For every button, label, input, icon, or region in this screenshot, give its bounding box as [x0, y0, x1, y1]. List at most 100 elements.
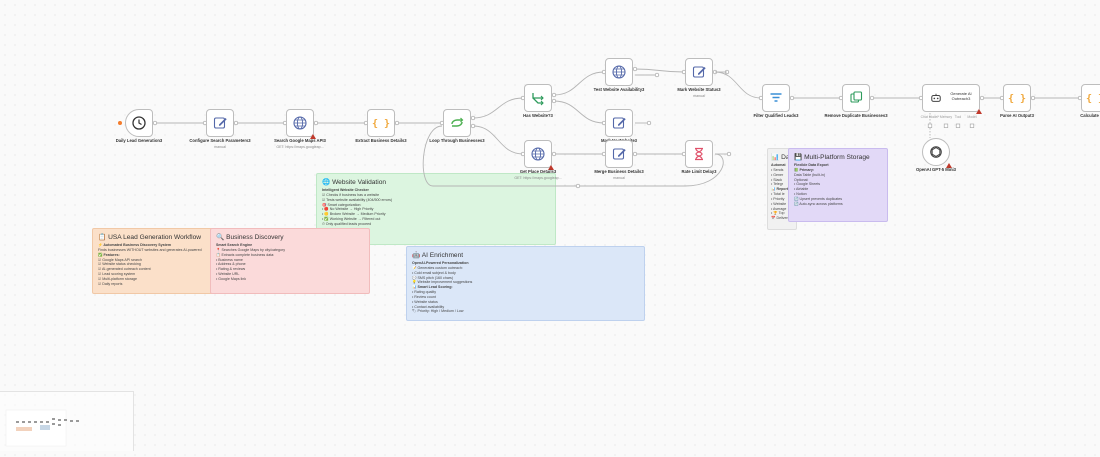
output-port[interactable]: [979, 95, 985, 101]
output-port[interactable]: [313, 120, 319, 126]
edge-loop-getplaces[interactable]: [472, 125, 524, 155]
note-line: • Telegr: [771, 182, 783, 187]
note-multi-platform-storage[interactable]: 💾 Multi-Platform Storage Flexible Data E…: [788, 148, 888, 222]
output-port[interactable]: [646, 120, 652, 126]
node-dedupe[interactable]: [842, 84, 870, 112]
output-port[interactable]: [869, 95, 875, 101]
edge-midpoint[interactable]: [575, 183, 581, 189]
note-line: ☑ Checks if business has a website: [322, 192, 380, 197]
note-line: • 🟡 Broken Website → Medium Priority: [322, 212, 386, 217]
node-subtitle: manual: [693, 93, 705, 98]
note-line: • Total le: [771, 192, 785, 197]
ai-sub-port[interactable]: [943, 123, 949, 128]
output-port[interactable]: [152, 120, 158, 126]
output-port[interactable]: [233, 120, 239, 126]
ai-port-label: Tool: [954, 115, 962, 119]
note-line: 🔄 Upsert prevents duplicates: [794, 196, 843, 201]
note-business-discovery[interactable]: 🔍 Business Discovery Smart Search Engine…: [210, 228, 370, 294]
ai-sub-port[interactable]: [927, 123, 933, 128]
edge-ratelimit-loop[interactable]: [422, 125, 724, 187]
edit-icon: [612, 117, 626, 129]
node-config[interactable]: [206, 109, 234, 137]
node-label: Remove Duplicate Businesses3: [816, 113, 896, 119]
node-subtitle: manual: [214, 144, 226, 149]
node-merge[interactable]: [605, 140, 633, 168]
node-title: Remove Duplicate Businesses3: [824, 113, 888, 118]
output-port[interactable]: [551, 92, 557, 98]
node-title: Filter Qualified Leads3: [753, 113, 799, 118]
edit-icon: [213, 117, 227, 129]
output-port[interactable]: [632, 151, 638, 157]
warning-icon: [310, 134, 316, 139]
output-port[interactable]: [551, 98, 557, 104]
node-label: Extract Business Details3: [341, 138, 421, 144]
node-daily[interactable]: [125, 109, 153, 137]
edge-loop-haswebsite[interactable]: [472, 97, 524, 119]
node-label: Daily Lead Generation3: [99, 138, 179, 144]
warning-icon: [548, 165, 554, 170]
node-title: Loop Through Businesses3: [429, 138, 485, 143]
node-title: Parse AI Output3: [1000, 113, 1034, 118]
node-gmaps[interactable]: [286, 109, 316, 139]
output-port[interactable]: [654, 72, 660, 78]
output-port[interactable]: [726, 151, 732, 157]
note-ai-enrichment[interactable]: 🤖 AI Enrichment OpenAI-Powered Personali…: [406, 246, 645, 321]
node-marknoweb[interactable]: [605, 109, 633, 137]
node-parse[interactable]: { }: [1003, 84, 1031, 112]
node-getplaces[interactable]: [524, 140, 554, 170]
node-label: Filter Qualified Leads3: [736, 113, 816, 119]
edit-icon: [692, 66, 706, 78]
note-line: • Rating & reviews: [216, 267, 246, 272]
output-port[interactable]: [470, 123, 476, 129]
node-haswebsite[interactable]: [524, 84, 552, 112]
node-openai[interactable]: [922, 138, 952, 168]
output-port[interactable]: [394, 120, 400, 126]
loop-icon: [451, 117, 464, 127]
note-line: ☑ Tests website availability (404/500 er…: [322, 197, 393, 202]
node-label: Test Website Availability3: [579, 87, 659, 93]
node-subtitle: GET: https://maps.googleap...: [514, 175, 562, 180]
note-line: 📝 Generates custom outreach:: [412, 265, 463, 270]
node-title: Search Google Maps API3: [274, 138, 326, 143]
note-line: OpenAI-Powered Personalization: [412, 261, 469, 265]
node-loop[interactable]: [443, 109, 471, 137]
node-markstatus[interactable]: [685, 58, 713, 86]
node-calc[interactable]: { }: [1081, 84, 1100, 112]
node-label: Has Website?3: [498, 113, 578, 119]
ai-port-label: Model: [967, 115, 977, 119]
node-ratelimit[interactable]: [685, 140, 713, 168]
ai-port-label: Chat Model*: [920, 115, 940, 119]
note-line: • Cold email subject & body: [412, 270, 456, 275]
minimap[interactable]: [0, 391, 134, 451]
output-port[interactable]: [470, 115, 476, 121]
edge-testweb-markstatus[interactable]: [634, 68, 685, 73]
node-label: Parse AI Output3: [977, 113, 1057, 119]
code-icon: { }: [1008, 94, 1026, 105]
node-title: Test Website Availability3: [593, 87, 645, 92]
note-line: 🔄 Auto-sync across platforms: [794, 201, 843, 206]
copy-icon: [850, 91, 863, 103]
output-port[interactable]: [1030, 95, 1036, 101]
ai-sub-port[interactable]: [955, 123, 961, 128]
node-extract[interactable]: { }: [367, 109, 395, 137]
node-ai[interactable]: Generate AI Outreach3: [922, 84, 982, 114]
edge-haswebsite-marknoweb[interactable]: [553, 100, 605, 124]
note-line: ✅ Features:: [98, 252, 120, 257]
note-line: 📊 Smart Lead Scoring:: [412, 285, 453, 290]
edge-haswebsite-testweb[interactable]: [553, 71, 605, 96]
note-line: • ✅ Working Website → Filtered out: [322, 217, 381, 222]
output-port[interactable]: [789, 95, 795, 101]
note-line: ☑ Google Maps API search: [98, 257, 142, 262]
node-filter[interactable]: [762, 84, 790, 112]
note-line: • Contact availability: [412, 304, 445, 309]
clock-icon: [132, 116, 146, 130]
output-port[interactable]: [551, 151, 557, 157]
node-testweb[interactable]: [605, 58, 633, 86]
output-port[interactable]: [632, 66, 638, 72]
edge-markstatus-filter[interactable]: [714, 71, 762, 99]
ai-sub-port[interactable]: [969, 123, 975, 128]
